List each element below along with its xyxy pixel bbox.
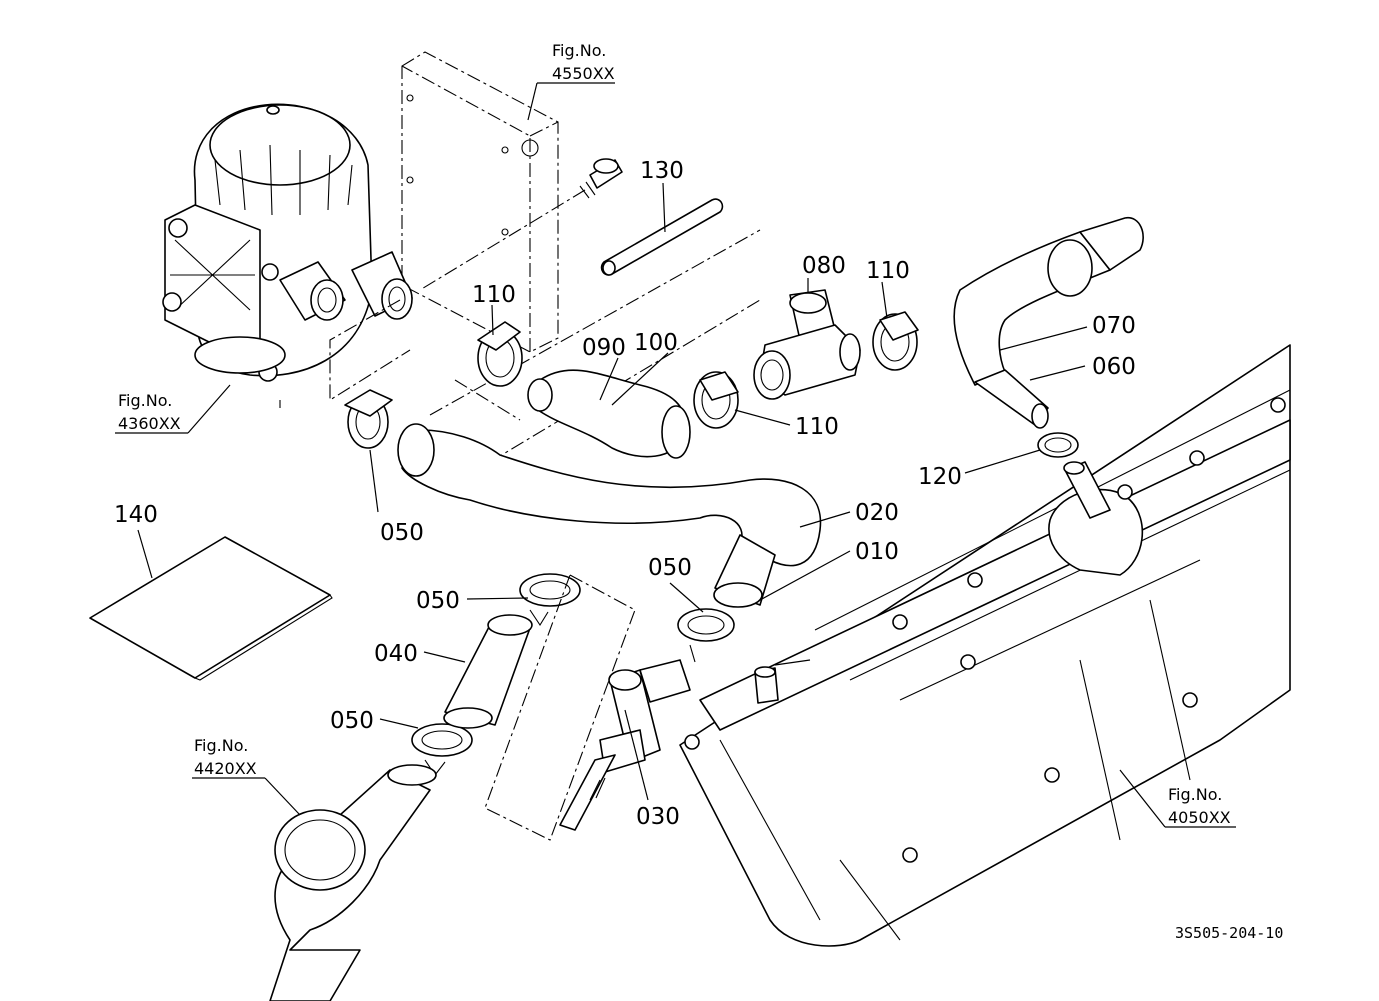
label-140: 140 (114, 502, 158, 528)
figure-ref-code: 4550XX (552, 64, 615, 83)
label-110-middle: 110 (795, 414, 839, 440)
clamp-050-b (519, 573, 581, 627)
label-120: 120 (918, 464, 962, 490)
figure-ref-code: 4050XX (1168, 808, 1231, 827)
clamp-050-a (344, 389, 393, 449)
label-050-a: 050 (380, 520, 424, 546)
label-060: 060 (1092, 354, 1136, 380)
valve-cover (679, 344, 1291, 947)
part-130-tube (600, 198, 724, 276)
label-010: 010 (855, 539, 899, 565)
pipe-4420 (269, 764, 437, 1001)
drawing-code: 3S505-204-10 (1175, 924, 1283, 942)
figure-ref-4550: Fig.No. 4550XX (552, 41, 615, 83)
hose-040 (443, 614, 533, 729)
figure-ref-label: Fig.No. (118, 391, 172, 410)
clamp-110-right (872, 311, 919, 371)
clamp-110-left (477, 321, 523, 387)
sheet-140 (89, 536, 333, 681)
sensor-030 (559, 659, 691, 831)
label-100: 100 (634, 330, 678, 356)
figure-ref-label: Fig.No. (552, 41, 606, 60)
clamp-120 (1037, 432, 1079, 458)
figure-ref-4360: Fig.No. 4360XX (118, 391, 181, 433)
part-label-group: 130 110 080 110 070 060 090 100 110 120 … (114, 158, 1136, 830)
label-130: 130 (640, 158, 684, 184)
elbow-hose-090 (527, 369, 691, 459)
sensor-080 (753, 289, 861, 400)
bracket-outline (484, 574, 636, 841)
figure-ref-4050: Fig.No. 4050XX (1168, 785, 1231, 827)
leader-lines (115, 82, 1236, 828)
label-080: 080 (802, 253, 846, 279)
bolt (419, 158, 623, 291)
figure-ref-4420: Fig.No. 4420XX (194, 736, 257, 778)
clamp-110-middle (693, 371, 739, 429)
label-020: 020 (855, 500, 899, 526)
figure-ref-label: Fig.No. (194, 736, 248, 755)
figure-ref-label: Fig.No. (1168, 785, 1222, 804)
label-090: 090 (582, 335, 626, 361)
label-050-b: 050 (416, 588, 460, 614)
label-110-right: 110 (866, 258, 910, 284)
hose-020 (397, 423, 822, 608)
figure-ref-code: 4420XX (194, 759, 257, 778)
label-050-d: 050 (330, 708, 374, 734)
filter-housing (162, 103, 413, 408)
label-050-c: 050 (648, 555, 692, 581)
clamp-050-c (677, 608, 735, 663)
figure-ref-code: 4360XX (118, 414, 181, 433)
label-040: 040 (374, 641, 418, 667)
label-070: 070 (1092, 313, 1136, 339)
label-110-left: 110 (472, 282, 516, 308)
label-030: 030 (636, 804, 680, 830)
elbow-hose-070 (953, 217, 1144, 429)
